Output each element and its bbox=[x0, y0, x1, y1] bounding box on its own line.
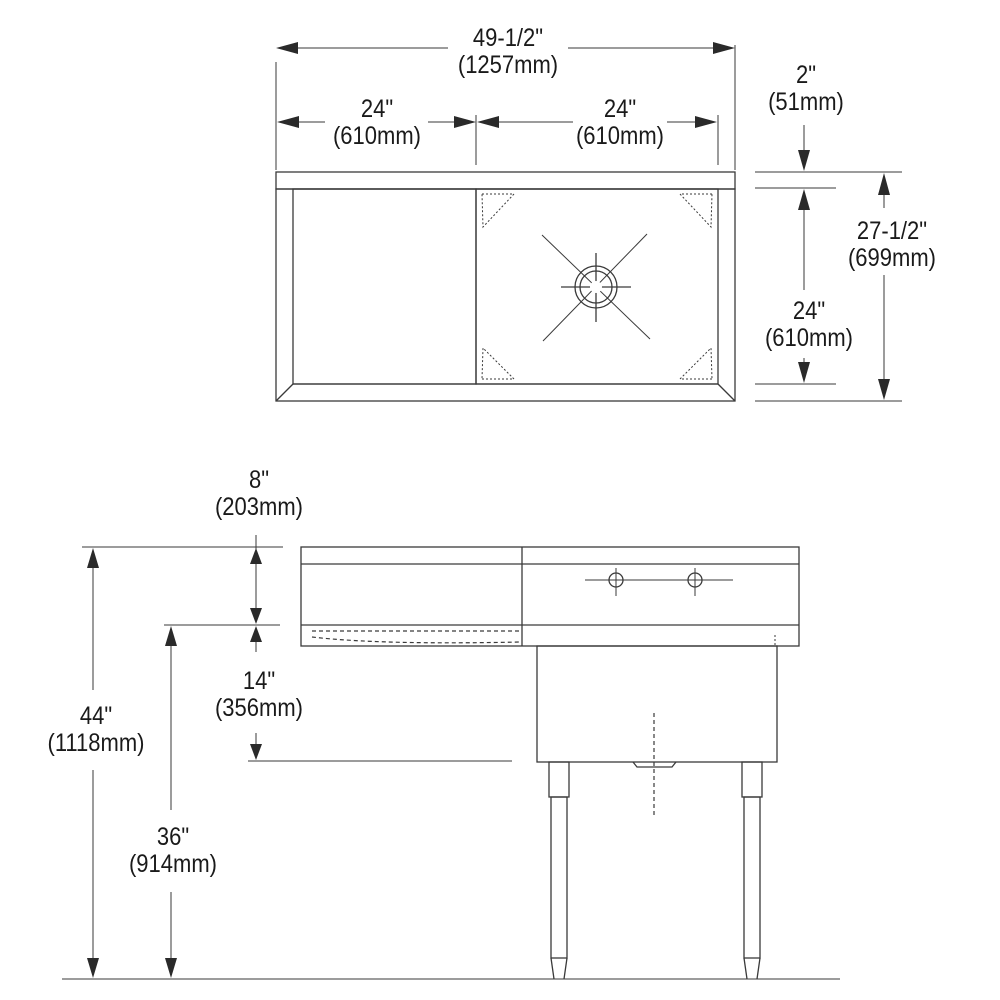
leg-left bbox=[548, 761, 570, 980]
drain-crosshair-icon bbox=[541, 233, 651, 342]
dotted-triangle-corner-icon bbox=[481, 193, 713, 380]
rim-height-label: 36" (914mm) bbox=[125, 824, 222, 878]
bowl-front-back-label: 24" (610mm) bbox=[761, 298, 858, 352]
drainboard-width-imperial: 24" bbox=[360, 95, 394, 123]
top-view bbox=[275, 42, 902, 402]
bowl-front-back-imperial: 24" bbox=[792, 297, 826, 325]
bowl-depth-label: 14" (356mm) bbox=[211, 668, 308, 722]
backsplash-depth-label: 2" (51mm) bbox=[762, 62, 850, 116]
backsplash-depth-imperial: 2" bbox=[795, 61, 817, 89]
overall-depth-label: 27-1/2" (699mm) bbox=[841, 218, 943, 272]
bowl-width-label: 24" (610mm) bbox=[572, 96, 669, 150]
overall-height-metric: (1118mm) bbox=[47, 729, 145, 757]
drainboard-width-label: 24" (610mm) bbox=[329, 96, 426, 150]
overall-depth-imperial: 27-1/2" bbox=[856, 217, 928, 245]
front-view bbox=[62, 535, 840, 980]
backsplash-height-imperial: 8" bbox=[248, 466, 270, 494]
overall-width-label: 49-1/2" (1257mm) bbox=[455, 25, 561, 79]
arrow-left-icon bbox=[276, 42, 298, 54]
backsplash-depth-metric: (51mm) bbox=[768, 88, 844, 116]
overall-width-imperial: 49-1/2" bbox=[472, 24, 544, 52]
leg-right bbox=[741, 761, 763, 980]
bowl-front-back-metric: (610mm) bbox=[764, 324, 853, 352]
backsplash-height-metric: (203mm) bbox=[214, 493, 303, 521]
overall-height-imperial: 44" bbox=[79, 702, 113, 730]
backsplash-height-label: 8" (203mm) bbox=[211, 467, 308, 521]
drainboard-width-metric: (610mm) bbox=[332, 122, 421, 150]
bowl-depth-imperial: 14" bbox=[242, 667, 276, 695]
overall-width-metric: (1257mm) bbox=[457, 51, 559, 79]
overall-depth-metric: (699mm) bbox=[847, 244, 936, 272]
rim-height-metric: (914mm) bbox=[128, 850, 217, 878]
arrow-right-icon bbox=[713, 42, 735, 54]
bowl-width-imperial: 24" bbox=[603, 95, 637, 123]
overall-height-label: 44" (1118mm) bbox=[41, 703, 150, 757]
rim-height-imperial: 36" bbox=[156, 823, 190, 851]
bowl-width-metric: (610mm) bbox=[575, 122, 664, 150]
bowl-depth-metric: (356mm) bbox=[214, 694, 303, 722]
faucet-holes-icon bbox=[585, 568, 733, 596]
